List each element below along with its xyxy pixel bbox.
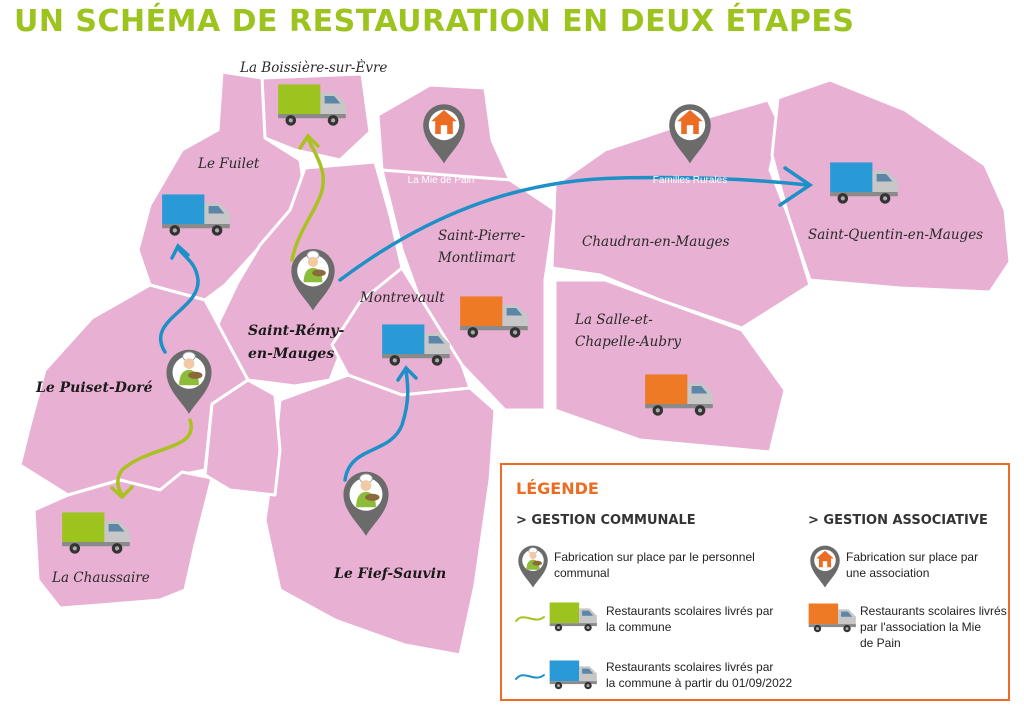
town-labels: La Boissière-sur-Èvre Le Fuilet Saint-Pi… — [35, 60, 983, 586]
legend-text-communal-green-line1: Restaurants scolaires livrés par — [606, 604, 774, 618]
page-title: UN SCHÉMA DE RESTAURATION EN DEUX ÉTAPES — [14, 4, 855, 39]
legend-text-assoc-house-line1: Fabrication sur place par — [846, 550, 979, 564]
legend-box: LÉGENDE > GESTION COMMUNALE > GESTION AS… — [500, 463, 1010, 701]
region-saint-pierre[interactable] — [380, 168, 557, 412]
arrow-head-fuilet — [170, 243, 190, 260]
town-la-salle-line2: Chapelle-Aubry — [575, 334, 681, 350]
town-la-boissiere: La Boissière-sur-Èvre — [239, 60, 387, 76]
region-south-strip[interactable] — [203, 378, 282, 497]
town-chaudron: Chaudran-en-Mauges — [582, 234, 730, 250]
town-saint-pierre-line2: Montlimart — [437, 250, 516, 266]
legend-header-associative: > GESTION ASSOCIATIVE — [808, 513, 988, 528]
legend-house-pin-icon — [810, 545, 840, 588]
region-la-salle[interactable] — [553, 278, 787, 454]
legend-text-communal-blue-line1: Restaurants scolaires livrés par — [606, 660, 774, 674]
legend-cook-pin-icon — [518, 545, 548, 588]
legend-text-assoc-orange-line3: de Pain — [860, 636, 901, 650]
legend-text-communal-green-line2: la commune — [606, 620, 672, 634]
legend-text-communal-cook-line1: Fabrication sur place par le personnel — [554, 550, 755, 564]
legend-orange-truck-icon — [808, 603, 856, 633]
town-le-fief-sauvin: Le Fief-Sauvin — [333, 566, 446, 582]
arrow-head-boissiere — [298, 133, 320, 150]
legend-text-communal-cook-line2: communal — [554, 566, 610, 580]
town-montrevault: Montrevault — [359, 290, 445, 306]
arrow-head-montrevault — [396, 365, 418, 382]
route-fief-sauvin-to-montrevault — [343, 368, 410, 482]
route-saint-remy-to-boissiere — [290, 136, 326, 262]
pin-label-mie-de-pain: La Mie de Pain — [408, 175, 475, 186]
region-le-fuilet[interactable] — [136, 70, 307, 302]
legend-text-communal-blue-line2: la commune à partir du 01/09/2022 — [606, 676, 793, 690]
legend-title: LÉGENDE — [516, 479, 599, 498]
town-le-fuilet: Le Fuilet — [197, 156, 260, 172]
town-la-chaussaire: La Chaussaire — [51, 570, 150, 586]
legend-text-assoc-house-line2: une association — [846, 566, 930, 580]
town-saint-remy-line1: Saint-Rémy- — [248, 323, 344, 339]
legend-green-route-icon — [515, 602, 597, 632]
town-saint-remy-line2: en-Mauges — [248, 346, 334, 362]
arrow-head-chaussaire — [110, 485, 134, 500]
town-saint-quentin: Saint-Quentin-en-Mauges — [808, 227, 983, 243]
route-puiset-to-chaussaire — [116, 418, 194, 497]
pin-labels: La Mie de Pain Familles Rurales — [408, 175, 728, 186]
legend-blue-route-icon — [515, 660, 597, 690]
town-le-puiset-dore: Le Puiset-Doré — [35, 380, 153, 396]
town-saint-pierre-line1: Saint-Pierre- — [438, 228, 526, 244]
delivery-routes — [110, 133, 814, 500]
legend-text-assoc-orange-line2: par l'association la Mie — [860, 620, 982, 634]
route-saint-remy-to-saint-quentin — [338, 175, 810, 282]
legend-header-communal: > GESTION COMMUNALE — [516, 513, 696, 528]
legend-text-assoc-orange-line1: Restaurants scolaires livrés — [860, 604, 1007, 618]
arrow-head-saint-quentin — [778, 166, 814, 207]
route-puiset-to-fuilet — [158, 246, 200, 354]
pin-label-familles-rurales: Familles Rurales — [653, 175, 727, 186]
town-la-salle-line1: La Salle-et- — [574, 312, 653, 328]
